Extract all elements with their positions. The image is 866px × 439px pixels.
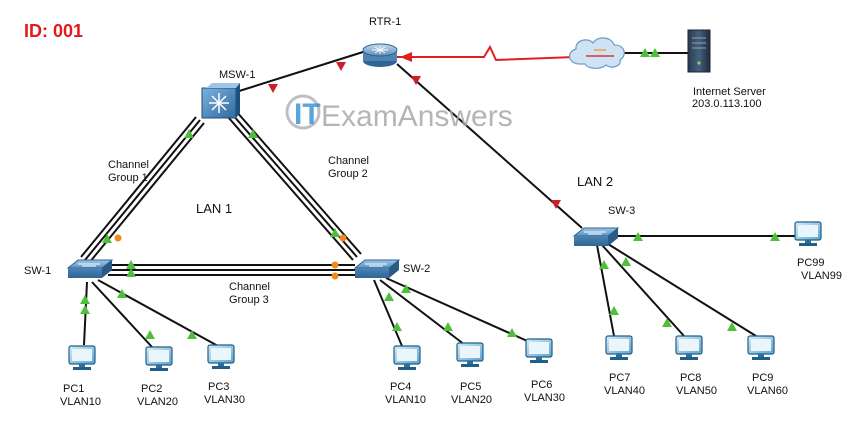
pc4-icon[interactable] [393, 345, 421, 370]
label-pc7-vlan: VLAN40 [604, 385, 645, 397]
router-rtr1-icon[interactable] [362, 43, 398, 67]
label-sw1: SW-1 [24, 265, 51, 277]
label-pc5-name: PC5 [460, 381, 481, 393]
label-pc2-vlan: VLAN20 [137, 396, 178, 408]
label-sw3: SW-3 [608, 205, 635, 217]
watermark: IT ExamAnswers [285, 94, 513, 133]
pc8-icon[interactable] [675, 335, 703, 360]
pc-icons [68, 221, 822, 371]
link-up-markers [80, 48, 780, 339]
server-icon[interactable] [687, 29, 711, 73]
link-down-markers [268, 62, 561, 209]
pc99-icon[interactable] [794, 221, 822, 246]
link-sw1-pc3 [97, 279, 219, 347]
link-msw1-rtr1 [235, 51, 364, 93]
label-lan1: LAN 1 [196, 201, 232, 216]
label-channel-group-3-line2: Group 3 [229, 294, 269, 306]
label-pc8-vlan: VLAN50 [676, 385, 717, 397]
links [80, 51, 800, 348]
label-rtr1: RTR-1 [369, 16, 401, 28]
pc6-icon[interactable] [525, 338, 553, 363]
label-pc6-vlan: VLAN30 [524, 392, 565, 404]
label-channel-group-2-line1: Channel [328, 155, 369, 167]
label-pc8-name: PC8 [680, 372, 701, 384]
link-sw3-pc8 [601, 244, 685, 337]
label-channel-group-1-line2: Group 1 [108, 172, 148, 184]
switch-sw2-icon[interactable] [353, 259, 401, 278]
multilayer-switch-msw1-icon[interactable] [201, 83, 240, 119]
label-sw2: SW-2 [403, 263, 430, 275]
label-pc4-vlan: VLAN10 [385, 394, 426, 406]
pc5-icon[interactable] [456, 342, 484, 367]
diagram-id-label: ID: 001 [24, 21, 83, 41]
label-pc3-vlan: VLAN30 [204, 394, 245, 406]
cloud-icon[interactable] [569, 37, 625, 69]
label-pc9-vlan: VLAN60 [747, 385, 788, 397]
pc9-icon[interactable] [747, 335, 775, 360]
label-pc2-name: PC2 [141, 383, 162, 395]
label-pc5-vlan: VLAN20 [451, 394, 492, 406]
link-rtr1-sw3 [396, 63, 583, 229]
label-pc4-name: PC4 [390, 381, 411, 393]
switch-sw1-icon[interactable] [66, 259, 114, 278]
switch-sw3-icon[interactable] [572, 227, 620, 246]
serial-link-rtr1-cloud [396, 44, 576, 62]
link-sw2-pc4 [373, 279, 403, 347]
label-pc1-vlan: VLAN10 [60, 396, 101, 408]
blocking-markers [114, 234, 347, 280]
label-channel-group-3-line1: Channel [229, 281, 270, 293]
label-pc6-name: PC6 [531, 379, 552, 391]
link-sw3-pc9 [607, 243, 757, 337]
channel-group-3-links [108, 264, 355, 276]
label-msw1: MSW-1 [219, 69, 255, 81]
label-server-name: Internet Server [693, 86, 766, 98]
label-pc3-name: PC3 [208, 381, 229, 393]
channel-group-1-links [80, 116, 205, 264]
serial-arrow-head [400, 52, 412, 62]
label-channel-group-2-line2: Group 2 [328, 168, 368, 180]
label-pc9-name: PC9 [752, 372, 773, 384]
pc3-icon[interactable] [207, 344, 235, 369]
label-pc99-vlan: VLAN99 [801, 270, 842, 282]
label-server-ip: 203.0.113.100 [692, 98, 762, 110]
label-lan2: LAN 2 [577, 174, 613, 189]
pc1-icon[interactable] [68, 345, 96, 370]
label-pc99-name: PC99 [797, 257, 825, 269]
label-pc1-name: PC1 [63, 383, 84, 395]
watermark-prefix: IT [294, 98, 321, 131]
pc7-icon[interactable] [605, 335, 633, 360]
watermark-text: ExamAnswers [321, 100, 513, 133]
pc2-icon[interactable] [145, 346, 173, 371]
link-sw3-pc7 [596, 244, 615, 337]
label-pc7-name: PC7 [609, 372, 630, 384]
link-sw2-pc5 [379, 279, 466, 346]
link-sw1-pc2 [91, 281, 153, 348]
label-channel-group-1-line1: Channel [108, 159, 149, 171]
